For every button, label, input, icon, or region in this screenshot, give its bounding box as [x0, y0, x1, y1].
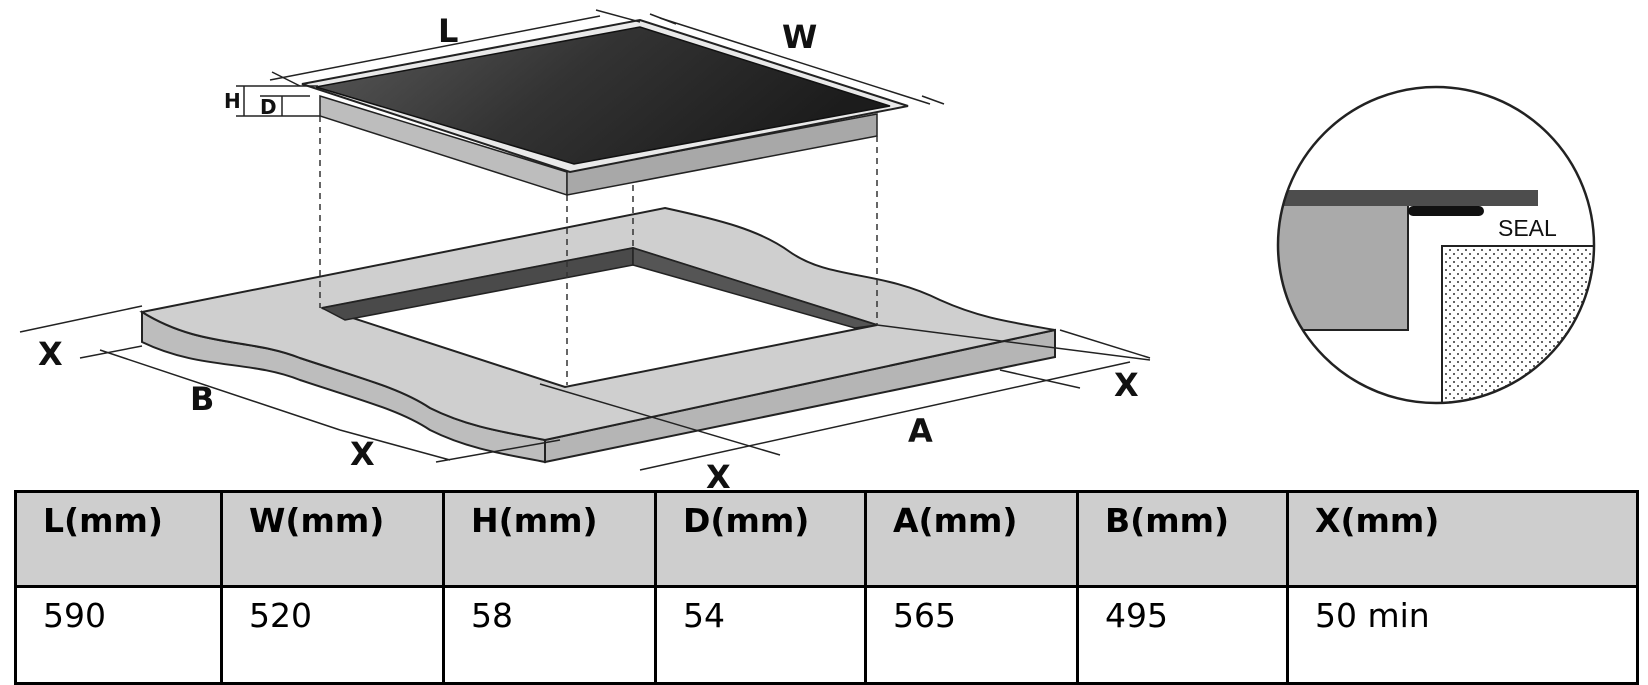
dim-label-B: B — [190, 380, 214, 418]
dim-label-L: L — [438, 12, 458, 50]
seal-strip — [1408, 206, 1484, 216]
projection-lines — [319, 116, 878, 385]
header-cell-B: B(mm) — [1076, 490, 1289, 588]
dimension-lines — [19, 9, 1151, 471]
value-cell-X: 50 min — [1286, 585, 1639, 685]
dim-label-H: H — [224, 89, 241, 113]
table-header-row: L(mm) W(mm) H(mm) D(mm) A(mm) B(mm) X(mm… — [14, 490, 1639, 588]
dim-label-X-left: X — [38, 335, 63, 373]
dim-label-X-bottom-left: X — [350, 435, 375, 473]
dim-label-X-right: X — [1114, 366, 1139, 404]
value-cell-D: 54 — [654, 585, 867, 685]
header-cell-X: X(mm) — [1286, 490, 1639, 588]
value-cell-B: 495 — [1076, 585, 1289, 685]
header-cell-L: L(mm) — [14, 490, 223, 588]
seal-detail: SEAL — [1276, 85, 1596, 405]
cooktop — [301, 18, 909, 197]
header-cell-A: A(mm) — [864, 490, 1079, 588]
header-cell-W: W(mm) — [220, 490, 445, 588]
table-row: 590 520 58 54 565 495 50 min — [14, 585, 1639, 685]
header-cell-H: H(mm) — [442, 490, 657, 588]
value-cell-A: 565 — [864, 585, 1079, 685]
dim-label-D: D — [260, 95, 277, 119]
value-cell-W: 520 — [220, 585, 445, 685]
dim-label-X-bottom: X — [706, 458, 731, 496]
header-cell-D: D(mm) — [654, 490, 867, 588]
dimensions-table: L(mm) W(mm) H(mm) D(mm) A(mm) B(mm) X(mm… — [14, 490, 1639, 685]
dim-label-W: W — [782, 18, 817, 56]
dim-label-A: A — [908, 412, 933, 450]
seal-label: SEAL — [1498, 215, 1557, 241]
worktop — [139, 206, 1056, 464]
value-cell-L: 590 — [14, 585, 223, 685]
value-cell-H: 58 — [442, 585, 657, 685]
